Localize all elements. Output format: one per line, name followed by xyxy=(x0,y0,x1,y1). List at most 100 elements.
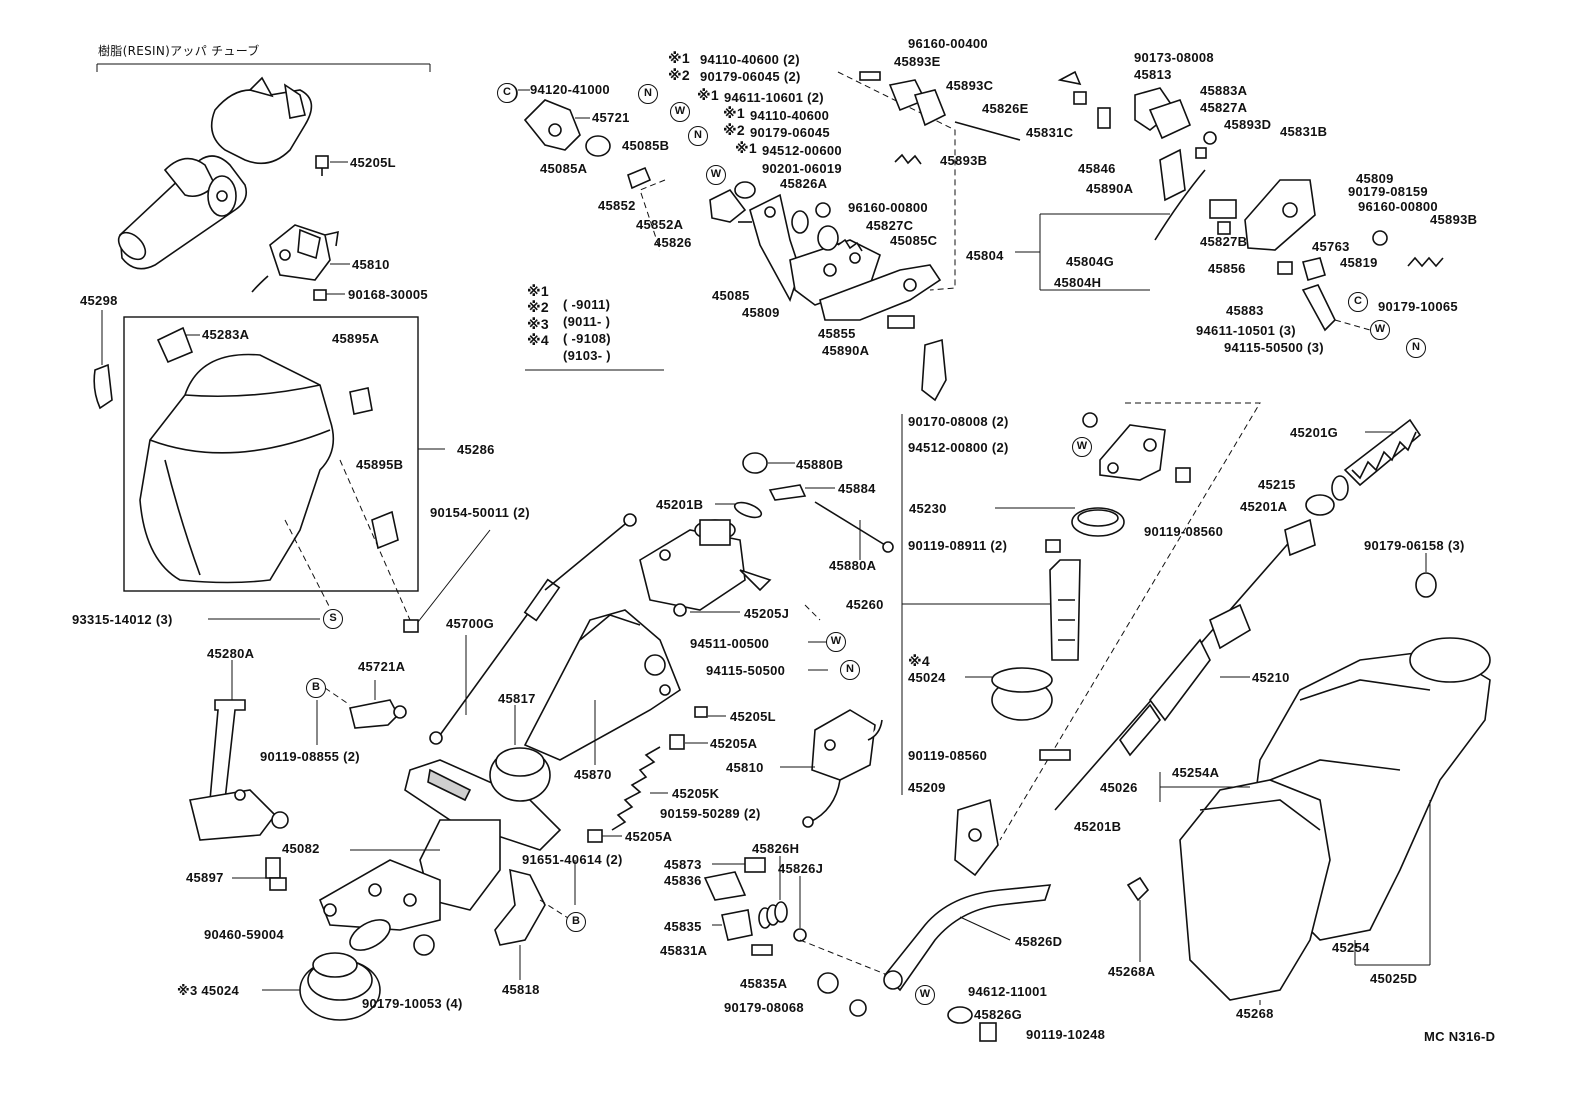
collar-45201A xyxy=(1305,494,1335,516)
label-45893B-mid: 45893B xyxy=(940,153,988,168)
legend-range-3: ( -9108) xyxy=(563,331,611,346)
label-45085C: 45085C xyxy=(890,233,938,248)
spring-45201G xyxy=(1343,418,1422,487)
screw-45205L-mid xyxy=(694,706,708,718)
link-45884 xyxy=(768,484,807,501)
pin-45846 xyxy=(1097,107,1111,129)
collar-45826A xyxy=(791,210,809,234)
label-45826D: 45826D xyxy=(1015,934,1063,949)
rod-45831C xyxy=(954,121,1021,141)
pin-45893E xyxy=(859,71,881,81)
clip-96160-00800-right xyxy=(1372,230,1388,246)
bush-45813 xyxy=(1073,91,1087,105)
label-45870: 45870 xyxy=(574,767,612,782)
label-45721: 45721 xyxy=(592,110,630,125)
label-45280A: 45280A xyxy=(207,646,255,661)
label-45817: 45817 xyxy=(498,691,536,706)
screw-90168-30005 xyxy=(313,289,327,301)
washer-90201 xyxy=(734,181,756,199)
housing-45870 xyxy=(523,609,681,761)
nut-90170 xyxy=(1082,412,1098,428)
nut-symbol-n-right: N xyxy=(1406,338,1426,358)
label-90173-08008: 90173-08008 xyxy=(1134,50,1214,65)
label-45201B-mid: 45201B xyxy=(656,497,704,512)
cap-90179-06158 xyxy=(1415,572,1437,598)
bracket-45721 xyxy=(523,99,581,151)
label-94120-41000: 94120-41000 xyxy=(530,82,610,97)
label-94115-50500-3: 94115-50500 (3) xyxy=(1224,340,1324,355)
shaft-45210 xyxy=(1054,518,1316,811)
plate-45809-mid xyxy=(819,264,942,321)
bolt-45205L-top xyxy=(315,155,329,176)
bush-45085B xyxy=(585,135,611,157)
label-90119-08855: 90119-08855 (2) xyxy=(260,749,360,764)
washer-symbol-w-joint: W xyxy=(1072,437,1092,457)
switch-45810-top xyxy=(251,224,339,293)
washer-symbol-w-right: W xyxy=(1370,320,1390,340)
cap-90179-08068 xyxy=(849,999,867,1017)
label-45826A: 45826A xyxy=(780,176,828,191)
label-45209: 45209 xyxy=(908,780,946,795)
label-90170-08008: 90170-08008 (2) xyxy=(908,414,1009,429)
column-cover-frame xyxy=(123,316,419,592)
washer-symbol-w-bottom: W xyxy=(915,985,935,1005)
label-45809-mid: 45809 xyxy=(742,305,780,320)
block-45836 xyxy=(703,871,747,901)
label-45827A: 45827A xyxy=(1200,100,1248,115)
label-94110-40600: 94110-40600 xyxy=(750,108,830,123)
label-90201-06019: 90201-06019 xyxy=(762,161,842,176)
u-joint-45209 xyxy=(954,798,999,877)
label-45884: 45884 xyxy=(838,481,876,496)
switch-45810-mid xyxy=(802,709,883,828)
bracket-45818 xyxy=(494,868,546,946)
spring-45893B-right xyxy=(1407,256,1444,268)
label-45201B-right: 45201B xyxy=(1074,819,1122,834)
label-90460-59004: 90460-59004 xyxy=(204,927,284,942)
cable-45804 xyxy=(1154,169,1206,241)
clip-symbol-c-90179-10065: C xyxy=(1348,292,1368,312)
bracket-45721A xyxy=(349,699,407,729)
label-94611-10501: 94611-10501 (3) xyxy=(1196,323,1296,338)
label-45819: 45819 xyxy=(1340,255,1378,270)
label-94512-00800: 94512-00800 (2) xyxy=(908,440,1009,455)
label-45025D: 45025D xyxy=(1370,971,1418,986)
ring-45215 xyxy=(1331,475,1349,501)
label-90168-30005: 90168-30005 xyxy=(348,287,428,302)
label-45205L-top: 45205L xyxy=(350,155,396,170)
spring-45826H xyxy=(758,901,788,929)
label-45810-top: 45810 xyxy=(352,257,390,272)
label-94511-00500: 94511-00500 xyxy=(690,636,770,651)
collar-45827C xyxy=(817,225,839,251)
grommet-45268A xyxy=(1126,876,1150,902)
cap-45205A-2 xyxy=(587,829,603,843)
block-45835 xyxy=(721,909,753,941)
label-45085: 45085 xyxy=(712,288,750,303)
label-90119-08560-left: 90119-08560 xyxy=(908,748,988,763)
label-45205A-2: 45205A xyxy=(625,829,673,844)
label-45827B: 45827B xyxy=(1200,234,1248,249)
pad-45895B xyxy=(371,510,399,550)
label-90179-08068: 90179-08068 xyxy=(724,1000,804,1015)
label-45873: 45873 xyxy=(664,857,702,872)
label-45831A: 45831A xyxy=(660,943,708,958)
label-45890A-right: 45890A xyxy=(1086,181,1134,196)
fitting-45827B xyxy=(1209,199,1237,219)
pad-45895A xyxy=(349,387,373,415)
label-45826H: 45826H xyxy=(752,841,800,856)
bolt-90119-08560-left xyxy=(1039,749,1071,761)
label-45880B: 45880B xyxy=(796,457,844,472)
label-45893B-right: 45893B xyxy=(1430,212,1478,227)
label-90179-10053: 90179-10053 (4) xyxy=(362,996,463,1011)
label-45804H: 45804H xyxy=(1054,275,1102,290)
resin-upper-tube-part xyxy=(117,76,313,270)
label-45855: 45855 xyxy=(818,326,856,341)
link-45883 xyxy=(1301,284,1336,332)
legend-mark-2-b: ※2 xyxy=(723,122,745,138)
rod-45880A xyxy=(814,501,894,553)
boot-45268 xyxy=(1179,779,1331,1001)
label-96160-00800-right: 96160-00800 xyxy=(1358,199,1438,214)
legend-mark-1: ※1 xyxy=(527,283,549,299)
bearing-45230 xyxy=(1071,507,1125,537)
